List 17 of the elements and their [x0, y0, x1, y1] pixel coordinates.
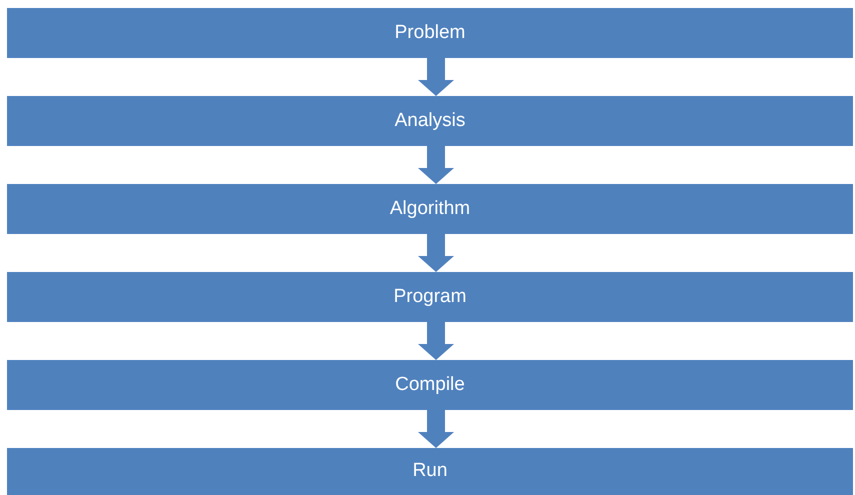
process-bar: [7, 96, 853, 146]
process-bar: [7, 8, 853, 58]
step-label: Algorithm: [390, 196, 470, 221]
down-arrow: [418, 58, 454, 96]
process-bar: [7, 184, 853, 234]
down-arrow: [418, 146, 454, 184]
process-bar: [7, 360, 853, 410]
step-label: Compile: [395, 372, 465, 397]
down-arrow: [418, 234, 454, 272]
step-label: Run: [412, 459, 448, 484]
process-bar: [7, 448, 853, 495]
step-label: Analysis: [394, 108, 466, 133]
step-label: Problem: [394, 20, 466, 45]
process-bar: [7, 272, 853, 322]
step-label: Program: [394, 284, 466, 309]
down-arrow: [418, 410, 454, 448]
down-arrow: [418, 322, 454, 360]
